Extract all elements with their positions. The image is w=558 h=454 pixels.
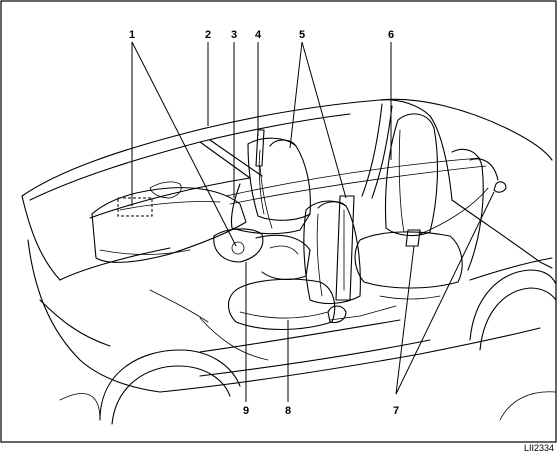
callout-3: 3 <box>231 29 237 41</box>
callout-2: 2 <box>205 29 211 41</box>
far-seatbelt <box>255 129 273 229</box>
front-wheel <box>59 349 241 425</box>
car-body-outline <box>21 98 553 393</box>
front-passenger-seat <box>230 137 311 235</box>
dashboard <box>91 181 247 263</box>
floor-details <box>149 289 441 361</box>
rear-seat <box>354 113 499 289</box>
center-console <box>213 228 311 281</box>
callout-8: 8 <box>285 405 291 417</box>
callout-4: 4 <box>255 29 262 41</box>
callout-9: 9 <box>243 405 249 417</box>
leader-lines <box>131 41 495 402</box>
rear-seatbelt <box>405 181 507 247</box>
figure-frame <box>0 0 557 443</box>
driver-seat <box>227 200 361 331</box>
passenger-airbag-module <box>117 197 153 217</box>
callout-7: 7 <box>393 405 399 417</box>
rear-wheel <box>469 269 557 421</box>
callout-labels: 1 2 3 4 5 6 7 8 9 <box>129 29 399 417</box>
near-seatbelt <box>327 195 355 324</box>
sensor-point <box>231 241 245 255</box>
figure-code: LII2334 <box>524 443 554 453</box>
callout-6: 6 <box>388 29 394 41</box>
callout-1: 1 <box>129 29 135 41</box>
callout-5: 5 <box>299 29 305 41</box>
